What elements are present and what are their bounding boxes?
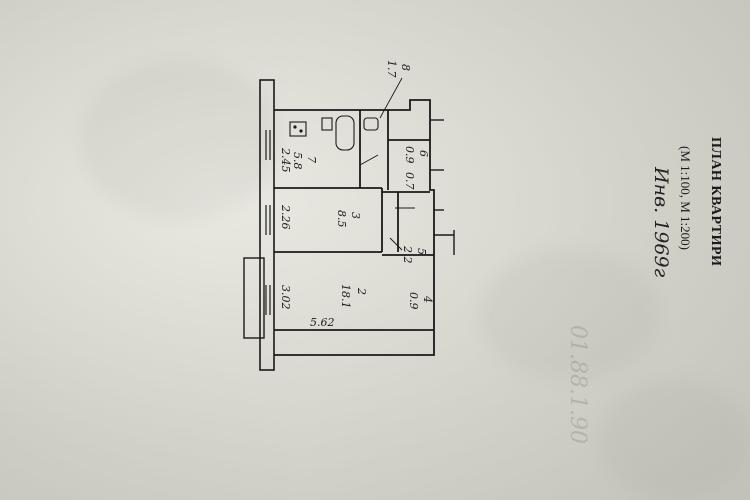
room-7-area: 5.8 bbox=[291, 152, 304, 170]
burner-icon bbox=[293, 125, 297, 129]
inventory-note: Инв. 1969г bbox=[650, 167, 672, 278]
room-7-width: 2.45 bbox=[279, 147, 292, 173]
paper-smudge bbox=[600, 380, 750, 500]
room-3-width: 2.26 bbox=[279, 204, 292, 230]
corridor-number: 5 bbox=[415, 248, 428, 255]
bathtub-icon bbox=[335, 115, 355, 151]
corridor-area: 2.2 bbox=[401, 245, 414, 264]
paper-smudge bbox=[80, 60, 280, 220]
closet-number: 4 bbox=[421, 295, 434, 303]
room-2-number: 2 bbox=[355, 287, 368, 295]
room-2-area: 18.1 bbox=[339, 284, 352, 309]
exterior-wall bbox=[259, 79, 275, 371]
closet-area: 0.9 bbox=[407, 292, 420, 310]
stove-icon bbox=[289, 121, 307, 137]
bath-area: 1.7 bbox=[385, 60, 398, 78]
toilet-width: 0.7 bbox=[403, 172, 416, 190]
faint-stamp: 01.88.1.90 bbox=[565, 325, 590, 444]
toilet-number: 6 bbox=[417, 150, 430, 157]
floor-plan: 7 5.8 2.45 3 8.5 2.26 2 18.1 3.02 8 1.7 … bbox=[243, 60, 455, 371]
paper-smudge bbox=[480, 250, 660, 380]
burner-icon bbox=[299, 129, 303, 133]
balcony bbox=[243, 257, 265, 339]
kitchen-sink-icon bbox=[321, 117, 333, 131]
leader-line bbox=[379, 77, 403, 119]
door-swing bbox=[359, 154, 415, 251]
walls bbox=[274, 99, 435, 356]
sink-icon bbox=[363, 117, 379, 131]
plan-title: ПЛАН КВАРТИРИ bbox=[708, 137, 723, 267]
plan-scale: (М 1:100, М 1:200) bbox=[678, 146, 693, 250]
room-3-number: 3 bbox=[349, 212, 362, 219]
entry-ticks bbox=[430, 119, 455, 255]
toilet-area: 0.9 bbox=[403, 146, 416, 164]
windows bbox=[265, 130, 271, 315]
room-3-area: 8.5 bbox=[335, 210, 348, 228]
room-7-number: 7 bbox=[305, 156, 318, 163]
bath-number: 8 bbox=[399, 64, 412, 71]
room-2-width: 3.02 bbox=[279, 285, 292, 310]
total-length: 5.62 bbox=[310, 316, 335, 329]
